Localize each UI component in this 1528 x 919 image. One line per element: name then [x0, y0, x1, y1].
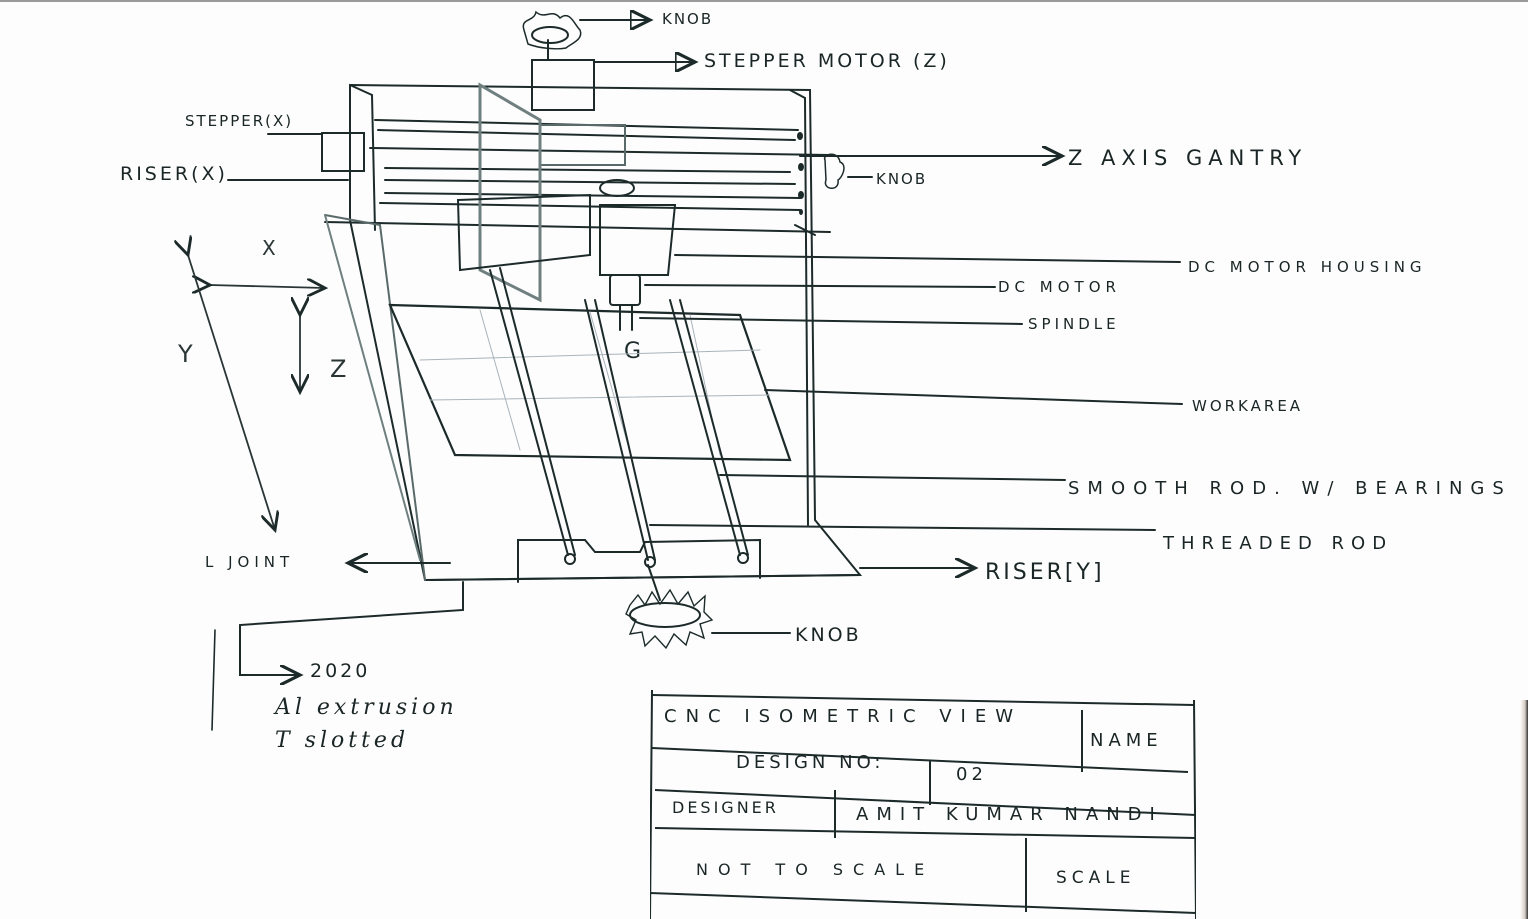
designer-label: DESIGNER [672, 798, 779, 817]
title-block: CNC ISOMETRIC VIEW NAME DESIGN NO: 02 DE… [650, 690, 1196, 919]
stepper-x-body [321, 132, 365, 172]
label-riser-x: RISER(X) [120, 163, 228, 185]
leader-dc-motor [644, 284, 996, 288]
axis-label-y: Y [178, 340, 193, 368]
workarea-outline [388, 303, 792, 462]
frame-outline [349, 83, 863, 582]
axis-label-x: X [262, 236, 276, 260]
label-extrusion-type: T slotted [275, 728, 410, 753]
label-knob-side: KNOB [876, 170, 928, 188]
axis-indicator [188, 255, 325, 530]
scan-top-edge [0, 0, 1528, 2]
label-extrusion-size: 2020 [310, 660, 371, 682]
leader-threaded-rod [649, 524, 1156, 531]
label-z-axis-gantry: Z AXIS GANTRY [1068, 146, 1308, 170]
svg-text:G: G [624, 339, 641, 364]
design-no-label: DESIGN NO: [736, 752, 885, 773]
leader-smooth-rod [719, 474, 1066, 481]
label-threaded-rod: THREADED ROD [1163, 533, 1394, 554]
label-stepper-motor-z: STEPPER MOTOR (Z) [704, 50, 950, 72]
scale-label: SCALE [1056, 868, 1136, 888]
scan-right-edge [1520, 700, 1528, 919]
label-dc-motor: DC MOTOR [998, 278, 1121, 296]
leader-extrusion [239, 581, 464, 675]
label-smooth-rod-with-bearings: SMOOTH ROD. W/ BEARINGS [1068, 478, 1512, 499]
label-workarea: WORKAREA [1192, 397, 1304, 415]
scale-note: NOT TO SCALE [696, 860, 935, 879]
label-knob-bottom: KNOB [795, 624, 862, 646]
label-riser-y: RISER[Y] [985, 560, 1105, 585]
title-block-grid [650, 690, 1196, 919]
y-rods [489, 267, 749, 561]
label-knob-top: KNOB [662, 10, 714, 28]
label-extrusion-material: Al extrusion [275, 695, 458, 720]
leader-spindle [639, 317, 1023, 325]
gantry-rods [324, 119, 831, 233]
stepper-z-body [531, 59, 595, 111]
label-l-joint: L JOINT [205, 553, 295, 571]
axis-label-z: Z [330, 355, 347, 383]
leader-dc-motor-housing [674, 254, 1181, 263]
name-label: NAME [1090, 730, 1163, 751]
design-no-value: 02 [956, 764, 987, 785]
drawing-title: CNC ISOMETRIC VIEW [664, 706, 1023, 727]
label-stepper-x: STEPPER(X) [185, 112, 294, 130]
label-dc-motor-housing: DC MOTOR HOUSING [1188, 258, 1427, 276]
leader-workarea [764, 389, 1183, 405]
designer-name: AMIT KUMAR NANDI [856, 804, 1163, 825]
label-spindle: SPINDLE [1028, 315, 1120, 333]
